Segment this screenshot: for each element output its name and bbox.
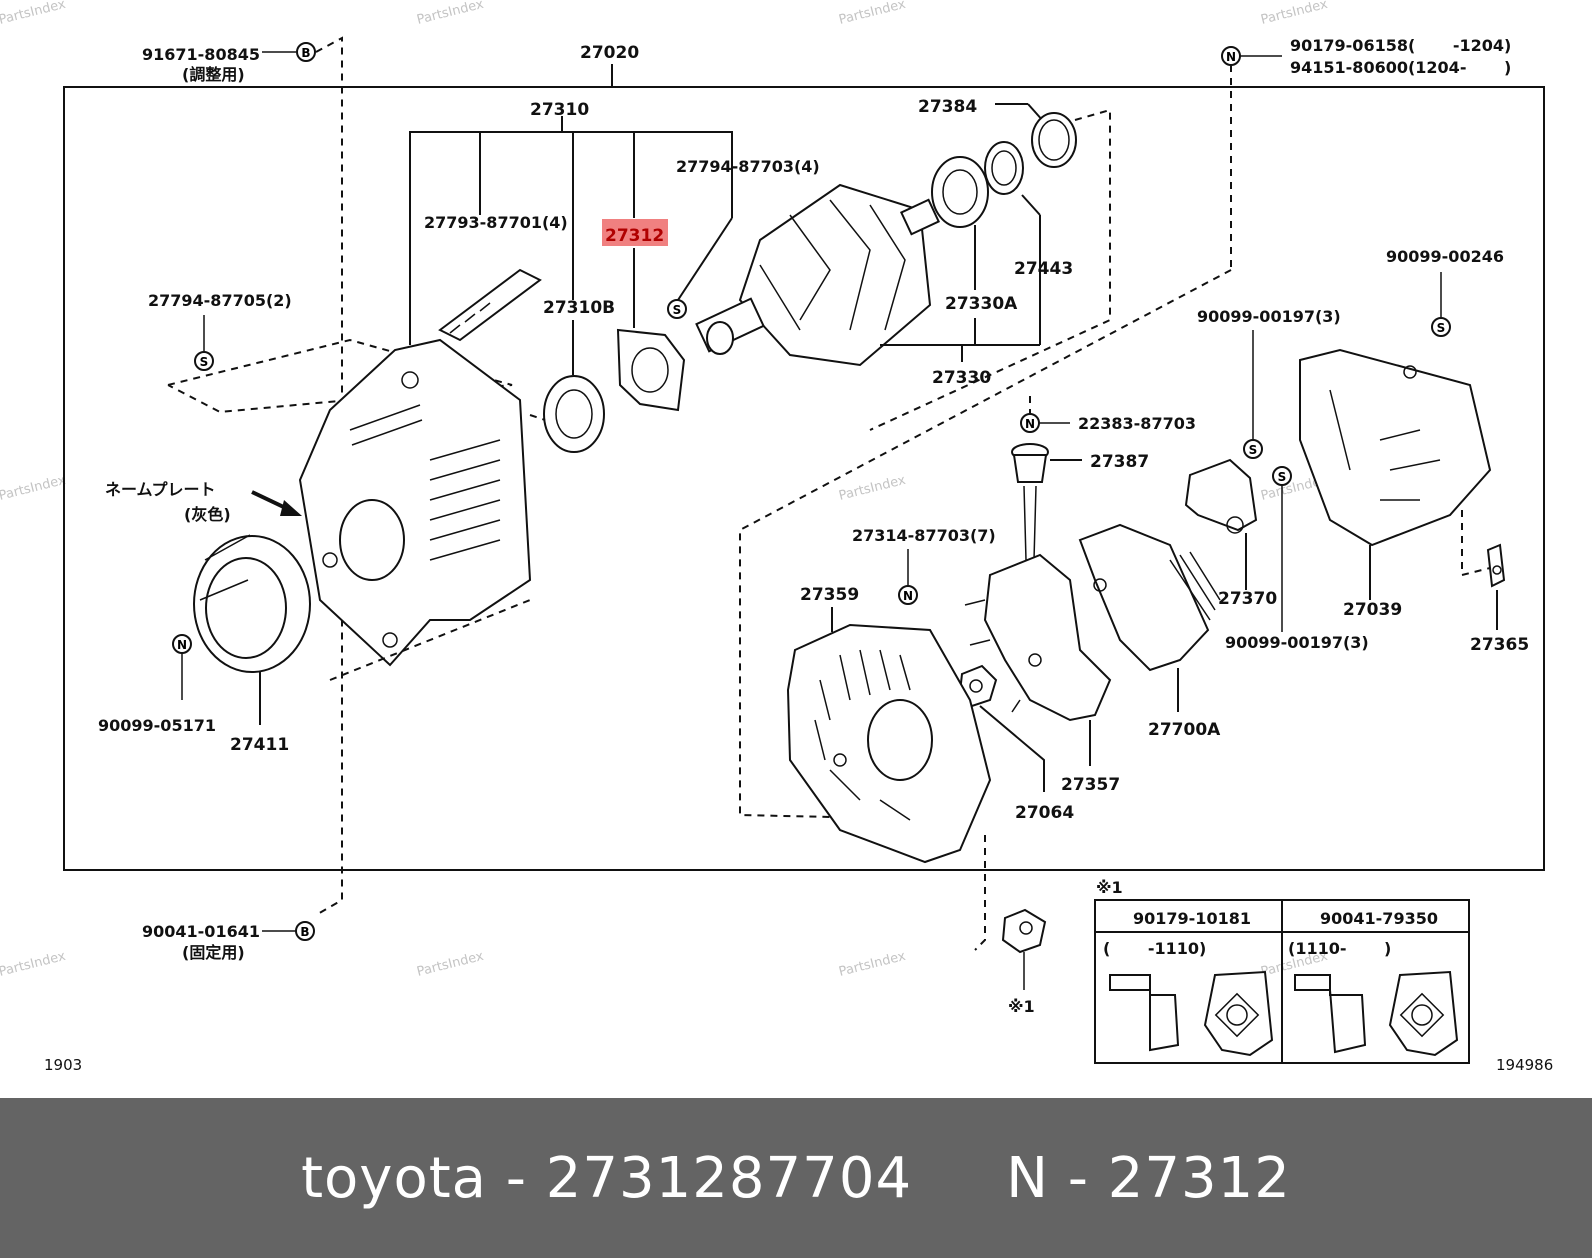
inset-col2-range: (1110- ) [1288,939,1391,958]
watermark: PartsIndex [1259,0,1329,28]
symbol-b: B [301,46,310,60]
label-27387: 27387 [1090,452,1149,472]
label-fix-note: (固定用) [182,943,245,962]
label-27384: 27384 [918,97,977,117]
label-27700a: 27700A [1148,720,1221,740]
drive-end-frame [298,338,532,667]
label-27411: 27411 [230,735,289,755]
brush-holder-27370 [1184,458,1258,534]
watermark: PartsIndex [415,949,485,980]
inset-col2-part: 90041-79350 [1320,909,1438,928]
watermark: PartsIndex [837,0,907,28]
symbol-n: N [1025,417,1035,431]
rectifier-end-frame-27359 [786,623,992,864]
symbol-s: S [1249,443,1258,457]
assembly-frame [63,86,1545,871]
label-27365: 27365 [1470,635,1529,655]
label-27064: 27064 [1015,803,1074,823]
watermark: PartsIndex [837,473,907,504]
label-27310b: 27310B [543,298,615,318]
inset-table: ※1 90179-10181 90041-79350 ( -1110) (111… [1094,878,1470,1064]
label-27794-87703: 27794-87703(4) [676,157,820,176]
pulley-27411 [193,534,311,673]
label-27793-87701: 27793-87701(4) [424,213,568,232]
label-27370: 27370 [1218,589,1277,609]
watermark: PartsIndex [0,0,67,28]
parts-diagram: PartsIndex PartsIndex PartsIndex PartsIn… [0,0,1553,1074]
inset-col1-part: 90179-10181 [1133,909,1251,928]
symbol-s: S [200,355,209,369]
rectifier-27357 [964,553,1112,722]
rotor-assembly [695,183,940,367]
highlight-box-27312 [602,219,668,246]
stud-bolt-27793 [438,268,542,342]
symbol-n: N [903,589,913,603]
label-90099-05171: 90099-05171 [98,716,216,735]
label-27312-highlighted: 27312 [605,226,664,246]
symbol-s: S [1437,321,1446,335]
diagram-code-left: 1903 [44,1056,82,1074]
label-27330a: 27330A [945,294,1018,314]
symbol-s: S [673,303,682,317]
watermark: PartsIndex [837,949,907,980]
ring-27443 [984,141,1024,195]
label-27330: 27330 [932,368,991,388]
symbol-b: B [300,925,309,939]
inset-col1-range: ( -1110) [1103,939,1206,958]
label-90099-00197-b: 90099-00197(3) [1225,633,1369,652]
label-note-mark-clip: ※1 [1008,997,1035,1016]
label-90099-00197-a: 90099-00197(3) [1197,307,1341,326]
label-27359: 27359 [800,585,859,605]
symbol-s: S [1278,470,1287,484]
label-90099-00246: 90099-00246 [1386,247,1504,266]
label-90041-01641: 90041-01641 [142,922,260,941]
label-nameplate-color: (灰色) [184,505,231,524]
bearing-27330a [931,156,989,228]
diagram-code-right: 194986 [1496,1056,1553,1074]
bushing-27387 [1011,443,1049,561]
symbol-n: N [1226,50,1236,64]
label-27020: 27020 [580,43,639,63]
bracket-27365 [1486,543,1506,588]
retainer-plate-27312 [616,328,686,412]
bearing-27310b [543,375,605,453]
label-94151-80600: 94151-80600(1204- ) [1290,58,1511,77]
rear-cover-27039 [1299,348,1492,547]
label-27794-87705: 27794-87705(2) [148,291,292,310]
label-27443: 27443 [1014,259,1073,279]
label-27314-87703: 27314-87703(7) [852,526,996,545]
part-number-footer: toyota - 2731287704 N - 27312 [0,1098,1592,1258]
label-adjust-note: (調整用) [182,65,245,84]
watermark: PartsIndex [0,473,67,504]
label-27310: 27310 [530,100,589,120]
label-90179-06158: 90179-06158( -1204) [1290,36,1511,55]
inset-mark: ※1 [1096,878,1123,897]
part-number-text: toyota - 2731287704 N - 27312 [301,1145,1291,1211]
label-22383-87703: 22383-87703 [1078,414,1196,433]
watermark: PartsIndex [415,0,485,28]
label-27357: 27357 [1061,775,1120,795]
label-91671-80845: 91671-80845 [142,45,260,64]
clip-part [1001,908,1047,954]
regulator-27700a [1078,523,1221,672]
label-27039: 27039 [1343,600,1402,620]
symbol-n: N [177,638,187,652]
label-nameplate: ネームプレート [105,480,216,499]
watermark: PartsIndex [0,949,67,980]
